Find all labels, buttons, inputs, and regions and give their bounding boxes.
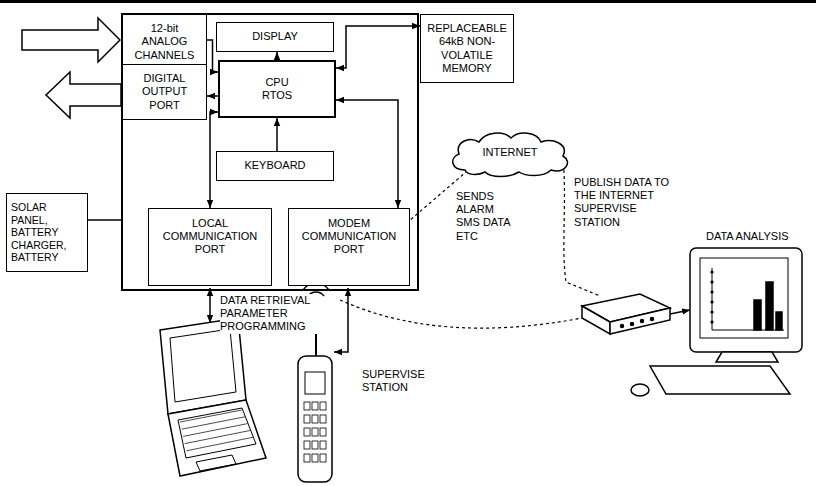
link-label: DATA RETRIEVAL PARAMETER PROGRAMMING [220,294,320,334]
phone-key [320,441,326,449]
connector-arrow [276,52,278,60]
phone-key [304,402,310,410]
phone-key [320,415,326,423]
phone-key [320,428,326,436]
chart-tick [710,300,713,303]
node-text: LOCAL COMMUNICATION PORT [158,217,262,257]
display-box: DISPLAY [216,22,334,52]
phone-key [304,441,310,449]
serial-cable [209,288,211,323]
modem-cable [334,288,348,352]
internet-cloud: INTERNET [445,128,575,178]
station-label: DATA ANALYSIS [706,230,789,243]
cpu-box: CPU RTOS [218,60,336,118]
phone-keypad [304,402,326,462]
node-text: INTERNET [483,146,538,159]
phone-key [312,415,318,423]
node-text: DISPLAY [252,30,298,43]
keyboard-box: KEYBOARD [216,151,334,181]
node-text: REPLACEABLE 64kB NON-VOLATILE MEMORY [425,22,509,75]
digital-output-arrow [46,72,121,118]
phone-key [320,402,326,410]
logger-housing [122,14,418,290]
port-box: LOCAL COMMUNICATION PORT [148,208,272,286]
lan-cable [670,310,690,314]
node-text: CPU RTOS [257,76,297,102]
laptop [160,318,266,476]
connector-arrow [336,100,398,208]
port-box: MODEM COMMUNICATION PORT [288,208,410,286]
phone-key [312,402,318,410]
phone-key [304,415,310,423]
connector-arrow [276,118,278,151]
phone-key [312,428,318,436]
node-text: DIGITAL OUTPUT PORT [133,72,197,112]
station-label: SUPERVISE STATION [362,368,440,394]
router [582,294,670,334]
phone-key [304,454,310,462]
power-wire [84,219,122,221]
chart-tick [710,320,713,323]
laptop-key-row [180,410,242,422]
top-bar [0,0,816,3]
connector-arrow [336,26,420,68]
analog-input-arrow [22,18,120,62]
link-label: PUBLISH DATA TO THE INTERNET SUPERVISE S… [574,176,670,229]
phone-key [304,428,310,436]
cloud-path [453,133,568,176]
node-text: MODEM COMMUNICATION PORT [297,217,401,257]
laptop-keys [180,410,253,451]
laptop-key-row [186,437,253,451]
laptop-key-row [183,424,247,437]
chart-tick [710,310,713,313]
laptop-key-row [182,417,245,429]
memory-box: REPLACEABLE 64kB NON-VOLATILE MEMORY [420,14,514,83]
node-text: 12-bit ANALOG CHANNELS [133,22,197,62]
chart-tick [710,270,713,273]
phone-key [320,454,326,462]
chart-tick [710,280,713,283]
power-box: SOLAR PANEL, BATTERY CHARGER, BATTERY [6,193,88,272]
chart-dots [710,270,713,323]
laptop-key-row [185,430,251,443]
node-text: SOLAR PANEL, BATTERY CHARGER, BATTERY [11,201,83,264]
output-block: DIGITAL OUTPUT PORT [122,64,207,120]
input-block: 12-bit ANALOG CHANNELS [122,14,207,70]
computer [631,248,802,396]
phone-key [312,454,318,462]
connector-arrow [207,95,218,97]
phone-key [312,441,318,449]
radio-link [340,300,582,328]
chart-tick [710,290,713,293]
node-text: KEYBOARD [244,159,305,172]
link-label: SENDS ALARM SMS DATA ETC [456,190,520,243]
